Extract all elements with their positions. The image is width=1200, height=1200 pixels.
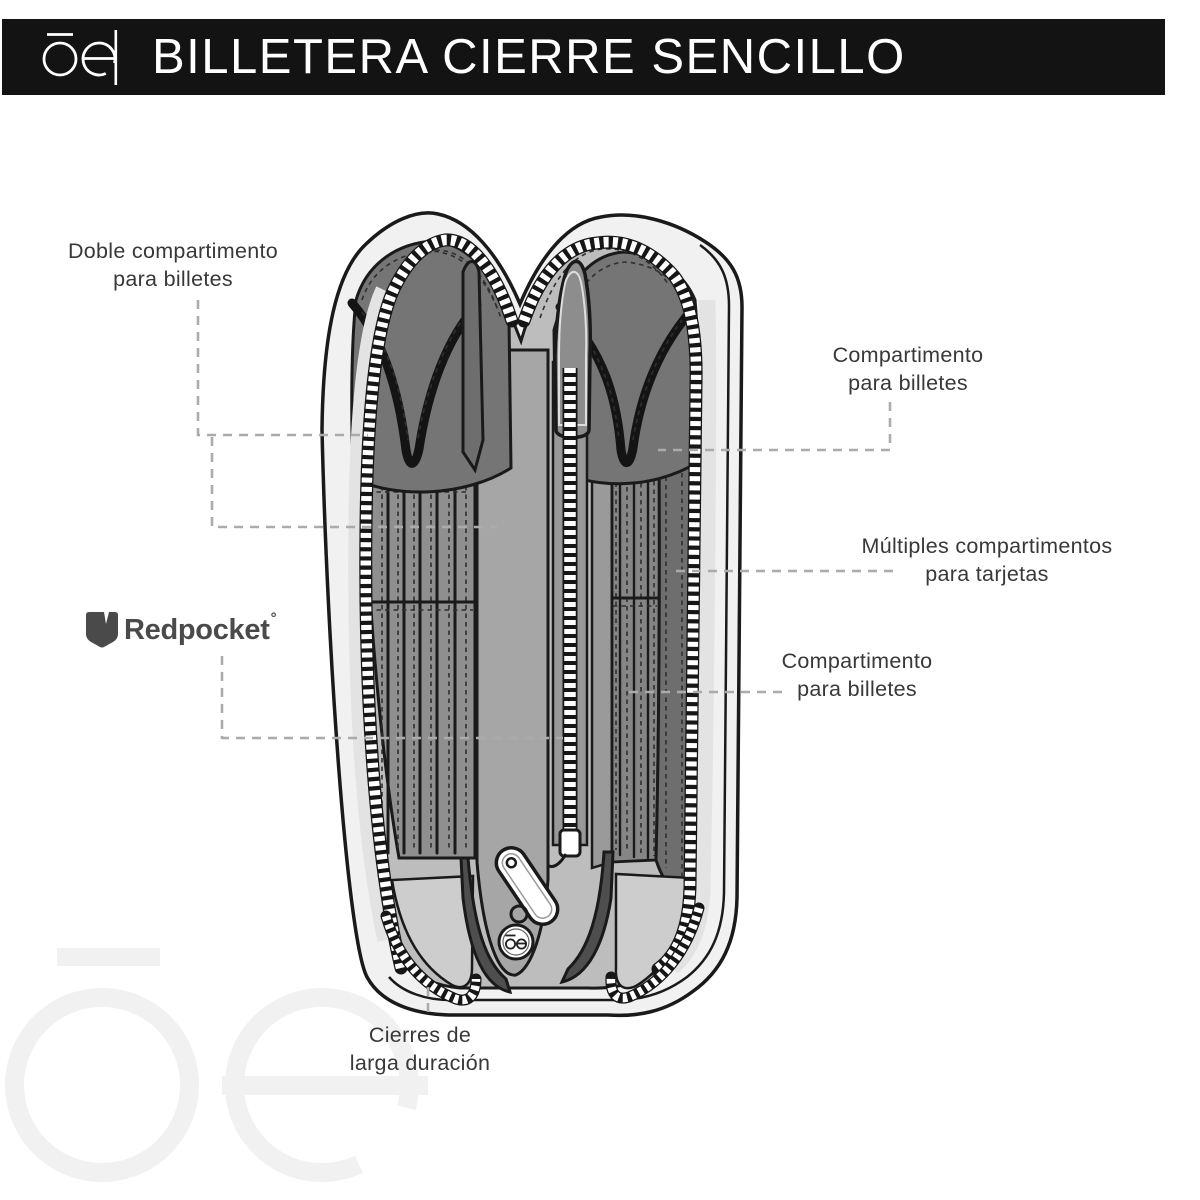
zipper-slider [558,828,582,858]
redpocket-trademark: ° [270,610,277,627]
zipper-teeth-left [359,233,519,975]
card-slots-left [362,476,477,860]
divider-spike [461,260,485,474]
label-line: Compartimento [781,649,933,673]
zipper-teeth-bottom-right [605,902,705,1004]
logo-o [42,41,78,77]
page-title: BILLETERA CIERRE SENCILLO [152,30,906,84]
label-multiples-compartimentos-tarjetas: Múltiples compartimentos para tarjetas [842,532,1132,588]
zipper-teeth-bottom-left [380,910,482,1006]
watermark-o-ring [5,988,199,1182]
zipper-pull [494,846,560,961]
watermark-e [222,988,428,1183]
label-doble-compartimento: Doble compartimento para billetes [38,237,308,293]
redpocket-name: Redpocket [124,613,270,646]
label-line: para billetes [797,677,917,701]
logo-e-ring [81,41,117,77]
header-bar: BILLETERA CIERRE SENCILLO [2,19,1165,95]
label-line: larga duración [349,1051,491,1075]
shield-icon [86,612,118,648]
label-line: para tarjetas [925,562,1049,586]
charm-logo [504,934,528,950]
label-line: para billetes [848,371,968,395]
label-cierres-larga-duracion: Cierres de larga duración [300,1021,540,1077]
label-line: Cierres de [368,1023,472,1047]
watermark-macron [57,948,160,966]
zipper-tape-left [348,286,395,942]
callout-lines [196,300,893,1013]
center-divider-panel [475,348,550,977]
lining-stitch-left-lobe [379,249,499,321]
label-compartimento-billetes-inferior: Compartimento para billetes [737,647,977,703]
redpocket-logo: Redpocket ° [86,610,277,648]
zipper-teeth-right [517,235,703,976]
pull-link-ring [509,904,529,924]
watermark-e-ring [225,988,419,1183]
center-zipper [548,259,592,868]
brand-logo-oe [42,33,117,77]
watermark-e-bar [222,1076,428,1095]
lining-stitch-right-lobe [539,248,669,319]
watermark-o [5,948,199,1182]
callout-line-doble-b [210,437,497,529]
logo-separator [114,30,118,85]
callout-line-redpocket [220,656,563,740]
callout-line-billetes-sup [658,402,892,452]
bottom-gussets [390,850,694,994]
callout-line-doble-a [196,300,368,437]
label-line: Doble compartimento [67,239,279,263]
wallet-back-cover-contour [388,243,731,1002]
label-line: Múltiples compartimentos [861,534,1113,558]
label-line: Compartimento [832,343,984,367]
charm [497,923,535,961]
label-line: para billetes [113,267,233,291]
label-compartimento-billetes-superior: Compartimento para billetes [788,341,1028,397]
